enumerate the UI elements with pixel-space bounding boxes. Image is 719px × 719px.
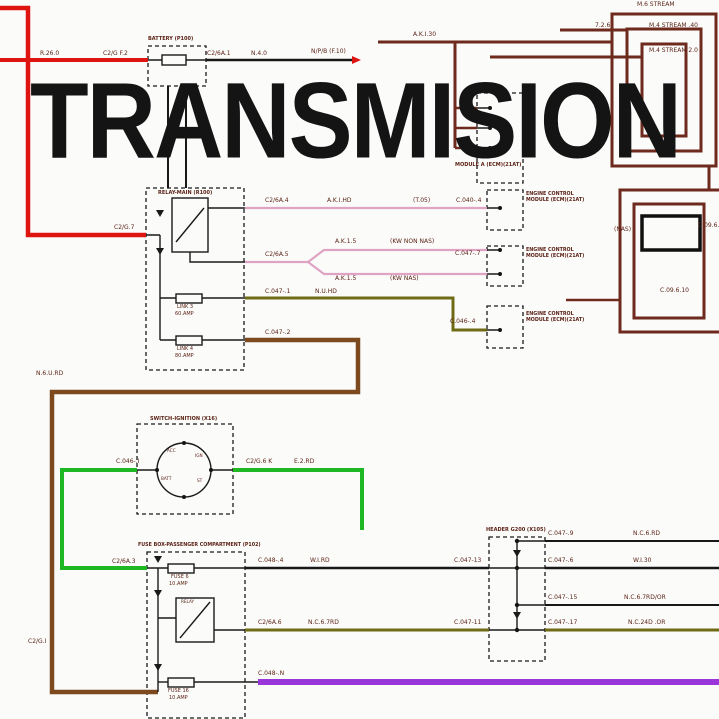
wire-label: C.047-.15 <box>548 594 578 601</box>
wire-label: (T.05) <box>413 197 431 204</box>
wire-label: C2/G F.2 <box>103 50 128 57</box>
flow-arrows <box>154 210 521 671</box>
wire-label: C.047-.7 <box>455 250 481 257</box>
wire-label: RELAY <box>181 599 195 604</box>
ignition-title: SWITCH-IGNITION (X16) <box>150 416 218 422</box>
module-a-title: MODULE A (ECM)(21AT) <box>455 162 522 168</box>
wire-label: ST <box>197 478 203 483</box>
pink-wires <box>245 206 487 276</box>
wire-label: C.046-.4 <box>450 318 476 325</box>
wire-label: N/P/B (F.10) <box>311 48 346 55</box>
red-wires <box>0 5 148 238</box>
wire-label: FUSE 16 <box>168 688 189 694</box>
wire-label: N.C.6.7RD/OR <box>624 594 666 601</box>
olive-wires <box>245 296 719 632</box>
battery-box <box>147 45 207 87</box>
wire-label: N.C.6.7RD <box>308 619 339 626</box>
relay-main-title: RELAY-MAIN (R100) <box>158 190 213 196</box>
header-title: HEADER G200 (X105) <box>486 527 546 533</box>
wire-label: C.047-.1 <box>265 288 291 295</box>
wire-label: 10.AMP <box>169 695 188 701</box>
wire-label: M.4 STREAM .40 <box>649 22 698 29</box>
wire-label: E.2.RD <box>294 458 315 465</box>
wire-label: C.047-.17 <box>548 619 578 626</box>
wire-label: (KW NAS) <box>390 275 419 282</box>
wire-label: C.047-13 <box>454 557 482 564</box>
wire-label: N.C.6.RD <box>633 530 661 537</box>
wire-label: W.I.RD <box>310 557 330 564</box>
wire-label: C.047-11 <box>454 619 482 626</box>
wire-label: R.26.0 <box>40 50 60 57</box>
ecm2-box <box>486 245 524 287</box>
header-box <box>488 536 546 662</box>
wire-label: C2/6A.1 <box>207 50 231 57</box>
wire-label: C.048-.N <box>258 670 285 677</box>
wire-label: 10.AMP <box>169 581 188 587</box>
wire-label: C.047-.6 <box>548 557 574 564</box>
wire-label: N.6.U.RD <box>36 370 64 377</box>
wire-label: LINK 3 <box>177 304 194 310</box>
wire-label: C.09.6.10 <box>660 287 689 294</box>
wire-label: A.K.1.5 <box>335 275 357 282</box>
wire-label: C.046-.I <box>116 458 140 465</box>
relay-main-box <box>145 187 245 371</box>
wire-label: C2/6A.3 <box>112 558 136 565</box>
wire-label: N.C.24D .OR <box>628 619 666 626</box>
wire-label: C2/6A.6 <box>258 619 282 626</box>
component-boxes <box>136 45 546 719</box>
wire-label: A.K.I.30 <box>413 31 437 38</box>
wire-label: C.09.6.4 <box>698 222 719 229</box>
wire-label: A.K.1.5 <box>335 238 357 245</box>
wire-label: LINK 4 <box>177 346 194 352</box>
wire-label: C2/6A.4 <box>265 197 289 204</box>
wire-label: C.040-.4 <box>456 197 482 204</box>
overlay-title: TRANSMISION <box>30 61 682 182</box>
wire-label: C2/G.6 K <box>246 458 273 465</box>
maroon-wires <box>378 12 719 334</box>
wire-label: C2/G.I <box>28 638 47 645</box>
wire-label: M.4 STREAM 2.0 <box>649 47 698 54</box>
wire-label: W.I.30 <box>633 557 652 564</box>
wire-label: FUSE 6 <box>171 574 189 580</box>
wire-label: 80.AMP <box>175 353 194 359</box>
wire-label: C2/G.7 <box>114 224 135 231</box>
red-connectors <box>25 56 361 64</box>
green-wires <box>60 468 364 570</box>
wire-label: C.047-.9 <box>548 530 574 537</box>
ecm3-box <box>486 305 524 349</box>
wire-label: BATT <box>161 476 172 481</box>
wire-label: IGN <box>195 453 203 458</box>
fusebox-box <box>146 551 246 719</box>
wire-label: A.K.I.HD <box>327 197 352 204</box>
black-wires <box>167 58 719 606</box>
wire-label: N.U.HD <box>315 288 337 295</box>
wire-label: C.047-.2 <box>265 329 291 336</box>
wire-label: 60.AMP <box>175 311 194 317</box>
wire-label: ACC <box>167 448 176 453</box>
wire-label: N.4.0 <box>251 50 267 57</box>
module-a-box <box>476 92 524 184</box>
wire-label: M.6 STREAM <box>637 1 675 8</box>
wire-label: C.048-.4 <box>258 557 284 564</box>
junction-dots <box>155 106 520 633</box>
fusebox-title: FUSE BOX-PASSENGER COMPARTMENT (P102) <box>138 543 261 548</box>
ecm1-box <box>486 189 524 231</box>
wire-label: (KW NON NAS) <box>390 238 435 245</box>
wire-label: 7.2.6 <box>595 22 611 29</box>
battery-box-title: BATTERY (P100) <box>148 36 194 42</box>
nas-connector <box>640 214 702 252</box>
brown-wires <box>49 337 361 695</box>
wire-label: (NAS) <box>614 226 632 233</box>
wire-label: C2/6A.5 <box>265 251 289 258</box>
